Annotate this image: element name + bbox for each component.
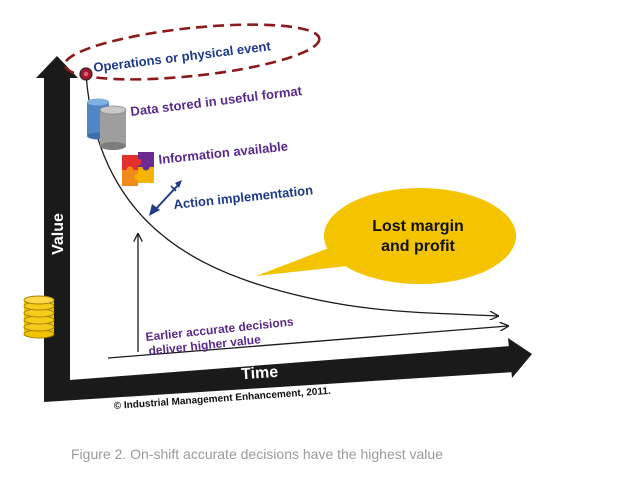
- puzzle-icon: [122, 152, 154, 186]
- lost-margin-text-line1: Lost margin: [372, 218, 464, 235]
- operations-event-label: Operations or physical event: [93, 38, 273, 75]
- x-axis-arrowhead: [508, 338, 532, 378]
- event-dot-icon: [79, 67, 93, 81]
- coin-stack-icon: [23, 295, 55, 339]
- lost-margin-text-line2: and profit: [381, 238, 455, 255]
- y-axis-label: Value: [50, 213, 67, 255]
- action-implementation-label: Action implementation: [173, 182, 314, 212]
- database-icon: [87, 98, 127, 150]
- x-axis: [44, 338, 532, 402]
- action-arrow-icon: [149, 180, 182, 216]
- time-baseline-arrow: [107, 326, 508, 359]
- event-highlight-ellipse: [63, 23, 321, 81]
- data-stored-label: Data stored in useful format: [130, 83, 304, 119]
- information-available-label: Information available: [158, 138, 289, 167]
- value-decay-curve: [85, 73, 498, 316]
- figure-caption: Figure 2. On-shift accurate decisions ha…: [71, 446, 443, 462]
- x-axis-label: Time: [241, 364, 279, 384]
- lost-margin-callout: Lost margin and profit: [256, 188, 516, 284]
- y-axis-arrowhead: [36, 56, 78, 78]
